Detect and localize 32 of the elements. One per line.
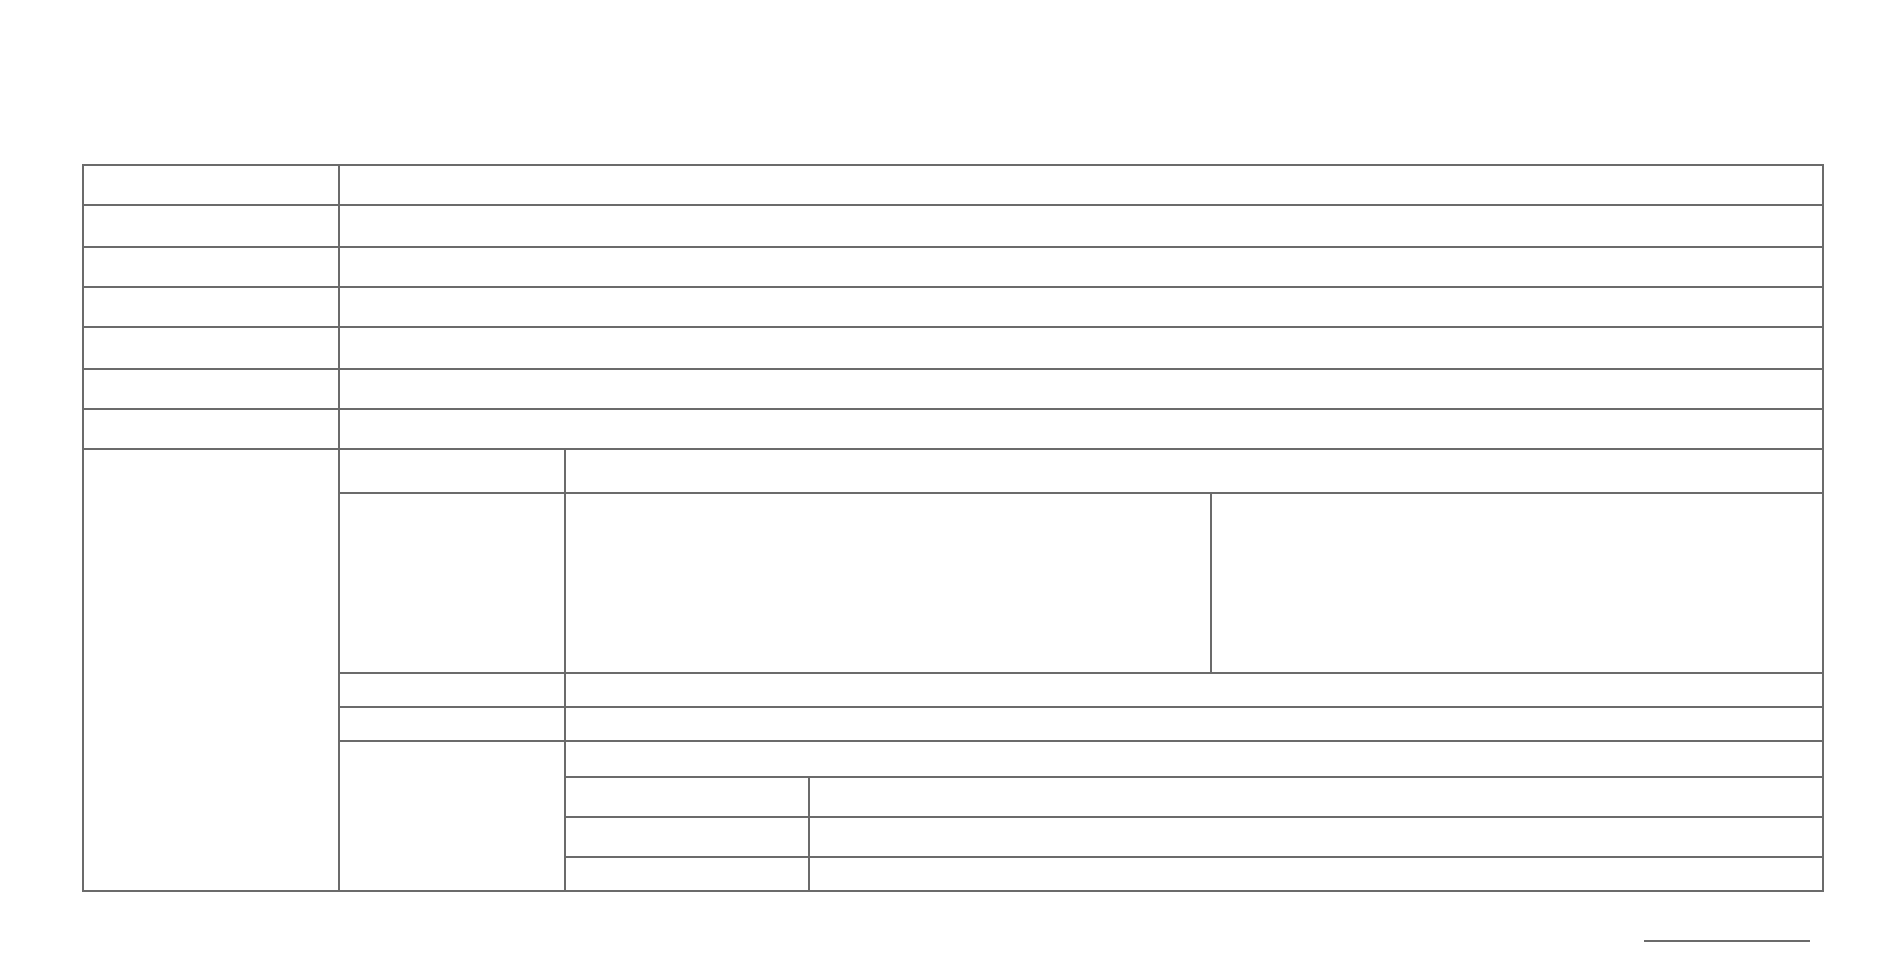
empty-table-cell [84, 206, 340, 248]
empty-table-cell [810, 818, 1824, 858]
empty-table-cell [340, 206, 1824, 248]
empty-table-cell [340, 450, 566, 494]
empty-table-cell [810, 858, 1824, 892]
empty-table-cell [84, 328, 340, 370]
empty-table-cell [84, 450, 340, 892]
empty-table-cell [566, 778, 810, 818]
empty-table-cell [340, 410, 1824, 450]
empty-table-cell [340, 370, 1824, 410]
empty-table-cell [84, 288, 340, 328]
empty-table-cell [340, 288, 1824, 328]
empty-table-cell [566, 674, 1824, 708]
empty-table-cell [340, 166, 1824, 206]
empty-table-cell [1212, 494, 1824, 674]
empty-table-cell [566, 708, 1824, 742]
empty-table-cell [566, 858, 810, 892]
empty-table-cell [84, 248, 340, 288]
empty-table-cell [84, 410, 340, 450]
empty-table-cell [566, 494, 1212, 674]
empty-table-cell [566, 450, 1824, 494]
empty-table-cell [340, 674, 566, 708]
empty-table-cell [810, 778, 1824, 818]
empty-table-cell [340, 494, 566, 674]
empty-table-cell [340, 708, 566, 742]
empty-table-cell [566, 742, 1824, 778]
empty-table-cell [340, 248, 1824, 288]
empty-table-cell [340, 742, 566, 892]
empty-table-cell [566, 818, 810, 858]
empty-table-cell [340, 328, 1824, 370]
empty-table-cell [84, 370, 340, 410]
empty-table-cell [84, 166, 340, 206]
